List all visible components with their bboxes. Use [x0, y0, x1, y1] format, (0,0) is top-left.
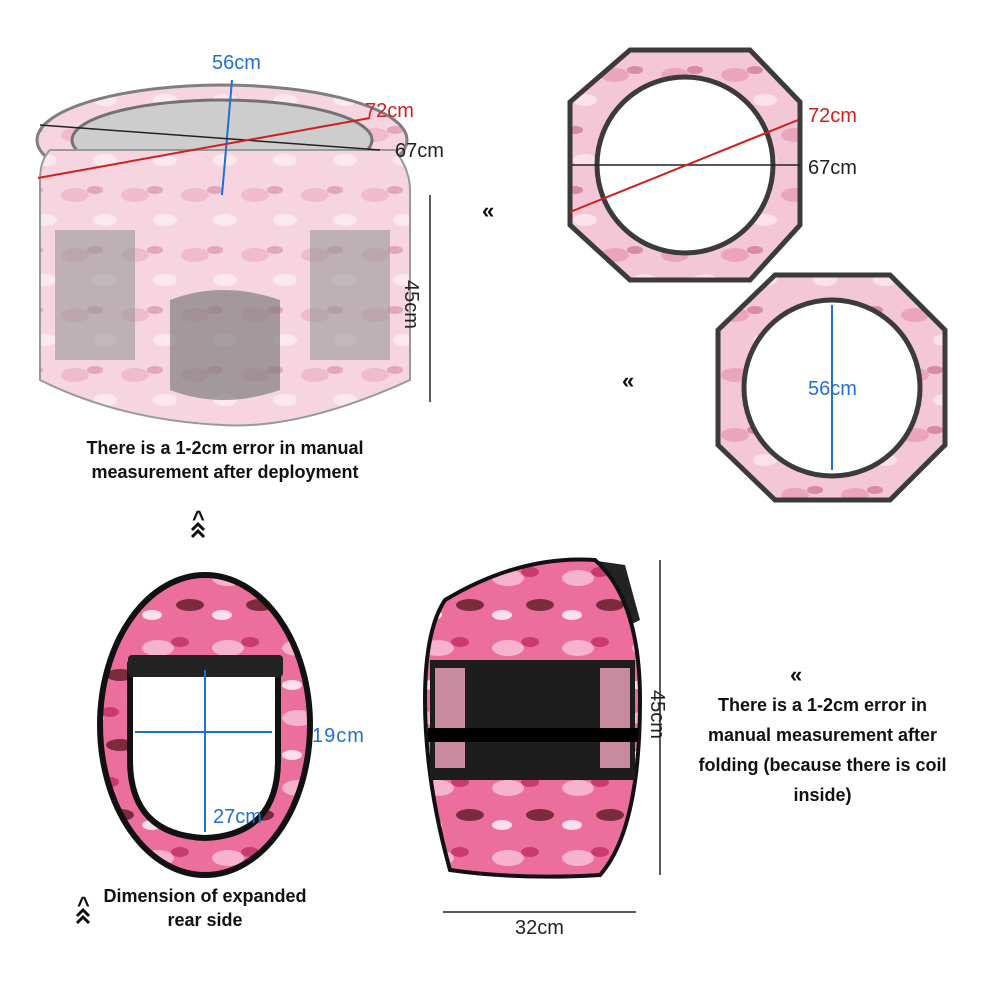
- chevron-up-stack-icon: [75, 521, 206, 925]
- folded-image: [422, 557, 643, 879]
- playpen-diagonal-label: 72cm: [365, 100, 414, 122]
- rear-width-label: 19cm: [312, 725, 365, 747]
- deployment-note: There is a 1-2cm error in manual measure…: [86, 438, 364, 482]
- arrow-left-icon: «: [622, 368, 635, 393]
- arrow-left-icon: «: [482, 198, 495, 223]
- playpen-top-diameter-label: 56cm: [212, 52, 261, 74]
- octagon-width-label: 67cm: [808, 157, 857, 179]
- playpen-height-label: 45cm: [400, 280, 422, 329]
- playpen-width-label: 67cm: [395, 140, 444, 162]
- rear-height-label: 27cm: [213, 806, 262, 828]
- rear-side-caption: Dimension of expanded rear side: [103, 886, 307, 930]
- arrow-up-icon: ^: [77, 892, 90, 917]
- octagon-diameter-label: 56cm: [808, 378, 857, 400]
- folded-width-label: 32cm: [515, 917, 564, 939]
- folding-note: There is a 1-2cm error in manual measure…: [698, 695, 947, 805]
- arrow-up-icon: ^: [192, 506, 205, 531]
- octagon-diagonal-label: 72cm: [808, 105, 857, 127]
- playpen-image: [35, 83, 411, 427]
- folded-height-label: 45cm: [646, 690, 668, 739]
- arrow-left-icon: «: [790, 662, 803, 687]
